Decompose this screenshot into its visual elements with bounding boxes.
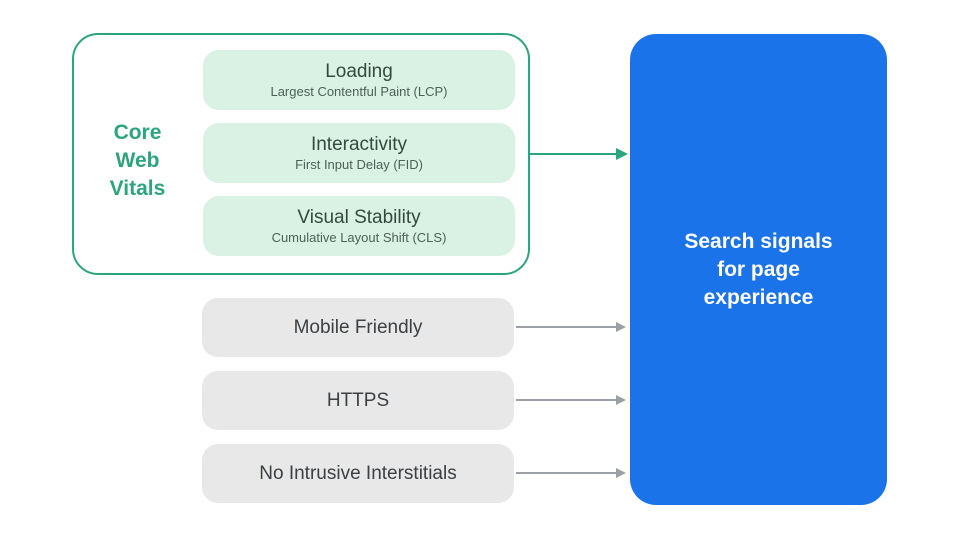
arrow-head-icon bbox=[616, 148, 628, 160]
arrow-no-intrusive-interstitials bbox=[516, 467, 628, 479]
vital-subtitle-lcp: Largest Contentful Paint (LCP) bbox=[270, 84, 448, 99]
arrow-head-icon bbox=[616, 468, 626, 478]
signal-box-https: HTTPS bbox=[202, 371, 514, 430]
arrow-head-icon bbox=[616, 395, 626, 405]
arrow-https bbox=[516, 394, 628, 406]
signal-box-no-intrusive-interstitials: No Intrusive Interstitials bbox=[202, 444, 514, 503]
vital-title-interactivity: Interactivity bbox=[310, 134, 408, 155]
arrow-line bbox=[530, 153, 618, 155]
arrow-line bbox=[516, 472, 618, 474]
arrow-line bbox=[516, 399, 618, 401]
arrow-line bbox=[516, 326, 618, 328]
search-signals-result-box: Search signals for page experience bbox=[630, 34, 887, 505]
vital-title-loading: Loading bbox=[325, 61, 393, 82]
core-web-vitals-label: Core Web Vitals bbox=[109, 121, 166, 200]
arrow-head-icon bbox=[616, 322, 626, 332]
arrow-mobile-friendly bbox=[516, 321, 628, 333]
vital-subtitle-fid: First Input Delay (FID) bbox=[295, 157, 423, 172]
vital-subtitle-cls: Cumulative Layout Shift (CLS) bbox=[271, 230, 447, 245]
search-signals-label: Search signals for page experience bbox=[684, 229, 833, 309]
vital-title-visual-stability: Visual Stability bbox=[297, 207, 421, 228]
arrow-core-web-vitals bbox=[530, 148, 630, 160]
vital-box-loading: Loading Largest Contentful Paint (LCP) bbox=[203, 50, 515, 110]
vital-box-interactivity: Interactivity First Input Delay (FID) bbox=[203, 123, 515, 183]
signal-box-mobile-friendly: Mobile Friendly bbox=[202, 298, 514, 357]
vital-box-visual-stability: Visual Stability Cumulative Layout Shift… bbox=[203, 196, 515, 256]
